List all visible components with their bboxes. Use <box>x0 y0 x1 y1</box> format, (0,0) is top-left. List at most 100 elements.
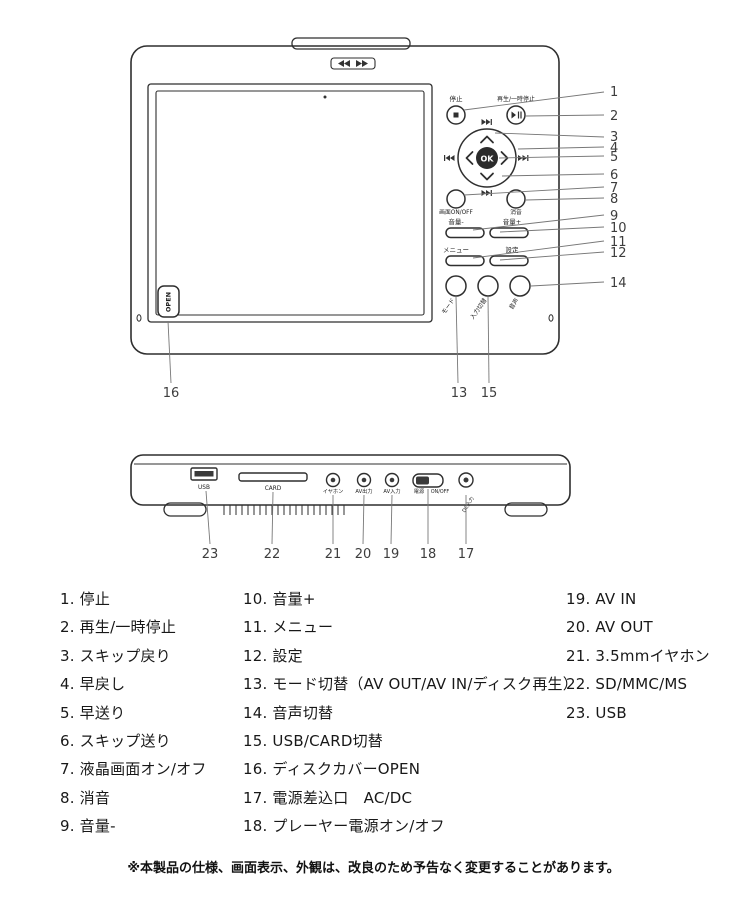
pause-bars-icon <box>517 111 522 119</box>
av-in-label: AV入力 <box>383 487 400 495</box>
legend-column-2: 10. 音量+ 11. メニュー 12. 設定 13. モード切替（AV OUT… <box>243 585 578 841</box>
callout-line-3 <box>494 132 605 138</box>
legend-item-11: 11. メニュー <box>243 618 334 637</box>
earphone-label: イヤホン <box>323 488 344 495</box>
legend-item-8: 8. 消音 <box>60 788 111 807</box>
skip-forward-bottom-icon <box>481 190 492 196</box>
left-chevron-icon <box>465 151 474 165</box>
mode-button <box>445 275 467 297</box>
power-switch <box>412 473 444 488</box>
legend-item-4: 4. 早戻し <box>60 675 126 694</box>
setup-label: 設定 <box>506 245 520 254</box>
right-speaker-dot <box>548 314 554 322</box>
callout-line-22 <box>271 491 274 545</box>
open-tab-outline <box>157 285 180 318</box>
legend-item-22: 22. SD/MMC/MS <box>566 675 688 694</box>
left-foot <box>163 502 207 517</box>
legend-item-20: 20. AV OUT <box>566 618 653 637</box>
side-port-fills <box>194 471 469 485</box>
callout-line-13 <box>455 296 459 384</box>
device-diagrams: OPEN <box>130 37 627 562</box>
callout-number-22: 22 <box>264 547 281 562</box>
card-label: CARD <box>265 486 282 492</box>
callout-number-1: 1 <box>610 85 618 100</box>
callout-number-6: 6 <box>610 168 618 183</box>
legend-column-1: 1. 停止 2. 再生/一時停止 3. スキップ戻り 4. 早戻し 5. 早送り… <box>60 585 207 841</box>
legend-item-19: 19. AV IN <box>566 590 637 608</box>
callout-number-3: 3 <box>610 130 618 145</box>
vent-slits <box>223 505 345 515</box>
side-view <box>130 454 571 517</box>
callout-line-12 <box>499 251 605 261</box>
front-callout-lines <box>167 91 605 384</box>
callout-number-2: 2 <box>610 109 618 124</box>
callout-number-7: 7 <box>610 181 618 196</box>
callout-number-4: 4 <box>610 141 618 156</box>
callout-line-2 <box>525 114 605 117</box>
callout-number-17: 17 <box>458 547 475 562</box>
callout-number-16: 16 <box>163 386 180 401</box>
callout-number-11: 11 <box>610 235 627 250</box>
av-out-label: AV出力 <box>355 487 372 495</box>
callout-number-21: 21 <box>325 547 342 562</box>
legend-column-3: 19. AV IN 20. AV OUT 21. 3.5mmイヤホン 22. S… <box>566 585 710 727</box>
dc-jack <box>458 472 474 488</box>
legend-item-16: 16. ディスクカバーOPEN <box>243 760 421 779</box>
audio-button <box>509 275 531 297</box>
legend-item-21: 21. 3.5mmイヤホン <box>566 646 710 665</box>
callout-line-19 <box>390 494 393 545</box>
screen-onoff-button <box>446 189 466 209</box>
dpad-chevrons <box>465 135 509 181</box>
callout-number-14: 14 <box>610 276 627 291</box>
callout-number-13: 13 <box>451 386 468 401</box>
callout-line-1 <box>463 91 605 111</box>
side-callout-lines <box>205 489 467 545</box>
front-callout-numbers: 1 2 3 4 5 6 7 8 9 10 11 12 14 16 13 15 <box>163 85 627 401</box>
av-out-jack-hole <box>361 477 367 483</box>
callout-line-11 <box>472 240 605 259</box>
left-speaker-dot <box>136 314 142 322</box>
setup-bar <box>489 255 529 267</box>
down-chevron-icon <box>480 172 494 181</box>
earphone-jack-hole <box>330 477 336 483</box>
legend-item-7: 7. 液晶画面オン/オフ <box>60 760 207 779</box>
callout-line-15 <box>487 296 490 384</box>
av-out-jack <box>356 472 372 488</box>
callout-number-19: 19 <box>383 547 400 562</box>
ok-button <box>476 147 498 169</box>
legend-item-5: 5. 早送り <box>60 703 126 722</box>
ok-button-label: OK <box>481 155 495 164</box>
stop-icon <box>453 112 459 118</box>
footer-note: ※本製品の仕様、画面表示、外観は、改良のため予告なく変更することがあります。 <box>127 861 620 876</box>
device-body <box>130 45 560 355</box>
callout-line-5 <box>498 155 605 159</box>
legend-item-13: 13. モード切替（AV OUT/AV IN/ディスク再生） <box>243 675 578 694</box>
callout-line-10 <box>499 226 605 233</box>
side-port-labels: USB CARD イヤホン AV出力 AV入力 電源 ON/OFF DC入力 <box>198 485 476 514</box>
volume-minus-label: 音量- <box>448 217 464 226</box>
legend-item-23: 23. USB <box>566 703 627 722</box>
callout-number-12: 12 <box>610 246 627 261</box>
callout-line-14 <box>530 281 605 287</box>
menu-bar <box>445 255 485 267</box>
legend-item-10: 10. 音量+ <box>243 590 316 608</box>
menu-label: メニュー <box>443 246 469 254</box>
callout-line-6 <box>501 173 605 177</box>
stop-button <box>446 105 466 125</box>
play-pause-button <box>506 105 526 125</box>
hinge-bar <box>291 37 411 50</box>
volume-plus-label: 音量+ <box>503 217 521 226</box>
control-buttons <box>445 105 531 297</box>
right-foot <box>504 502 548 517</box>
input-switch-label: 入力切替 <box>468 297 488 321</box>
legend-item-9: 9. 音量- <box>60 817 116 836</box>
legend-item-18: 18. プレーヤー電源オン/オフ <box>243 817 445 836</box>
av-in-jack <box>384 472 400 488</box>
callout-line-9 <box>472 214 605 231</box>
onoff-label: ON/OFF <box>431 489 450 495</box>
dc-jack-hole <box>463 477 469 483</box>
legend-item-12: 12. 設定 <box>243 646 303 665</box>
volume-plus-bar <box>489 227 529 239</box>
play-pause-label: 再生/一時停止 <box>497 95 535 103</box>
